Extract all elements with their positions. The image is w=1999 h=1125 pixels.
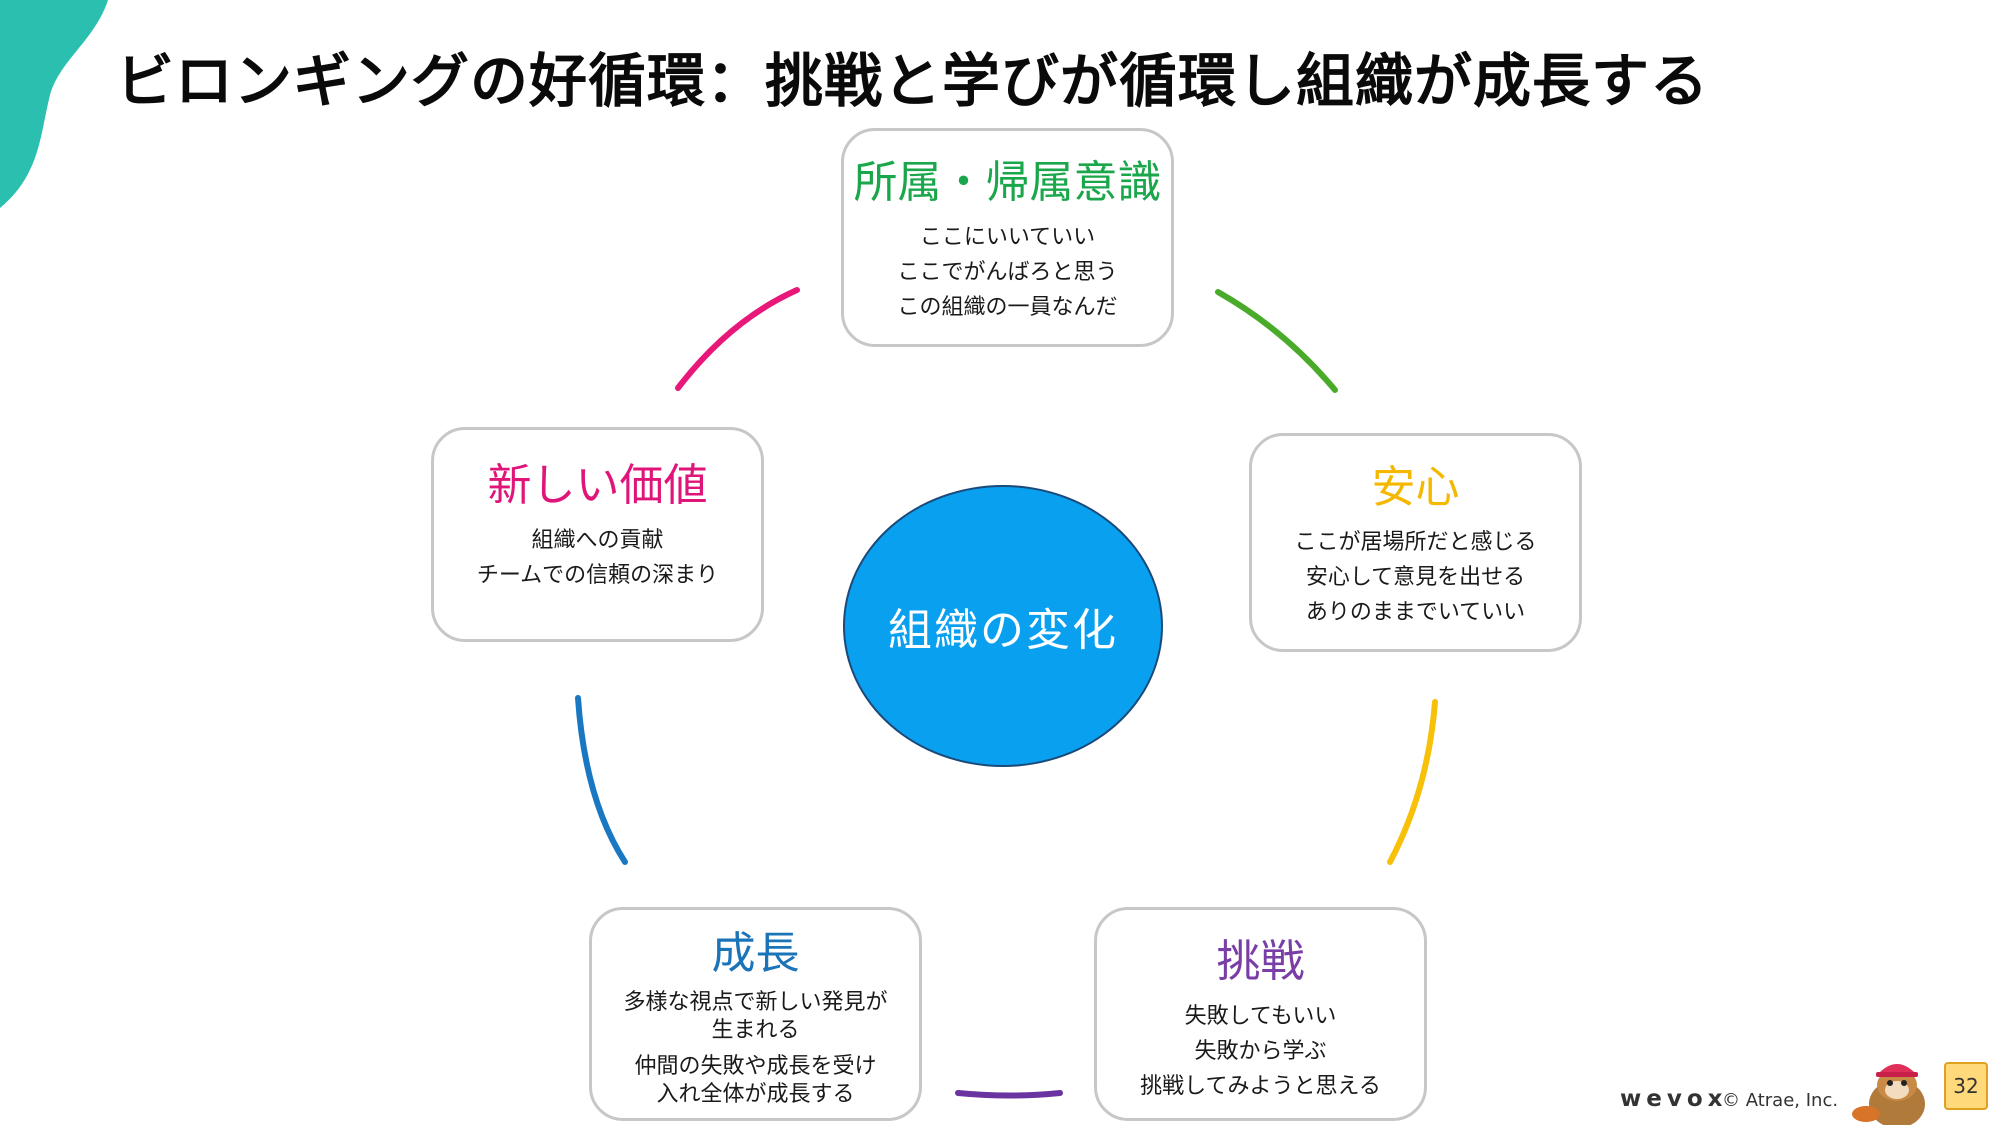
node-new-value-text: 組織への貢献 チームでの信頼の深まり (434, 523, 761, 593)
arc-belonging-to-safety (1215, 289, 1338, 393)
node-challenge-title: 挑戦 (1216, 936, 1305, 987)
node-growth-line: 多様な視点で新しい発見が (623, 989, 888, 1015)
node-growth-line: 入れ全体が成長する (656, 1081, 855, 1107)
node-new-value-line: チームでの信頼の深まり (476, 562, 719, 588)
node-belonging-line: ここにいいていい (919, 224, 1096, 250)
wevox-logo: wevox (1620, 1086, 1728, 1112)
node-challenge-line: 失敗から学ぶ (1194, 1038, 1327, 1064)
node-challenge-line: 挑戦してみようと思える (1140, 1073, 1381, 1099)
node-safety: 安心 ここが居場所だと感じる 安心して意見を出せる ありのままでいていい (1249, 433, 1582, 652)
node-challenge: 挑戦 失敗してもいい 失敗から学ぶ 挑戦してみようと思える (1094, 907, 1427, 1121)
arc-new-value-to-belonging (675, 287, 800, 391)
node-belonging-line: この組織の一員なんだ (897, 294, 1118, 320)
node-belonging-line: ここでがんばろと思う (897, 259, 1118, 285)
arc-safety-to-challenge (1387, 699, 1438, 865)
node-growth-text: 多様な視点で新しい発見が 生まれる 仲間の失敗や成長を受け 入れ全体が成長する (592, 989, 919, 1109)
node-growth-line: 仲間の失敗や成長を受け (634, 1053, 877, 1079)
node-belonging: 所属・帰属意識 ここにいいていい ここでがんばろと思う この組織の一員なんだ (841, 128, 1174, 347)
center-node-label: 組織の変化 (888, 605, 1118, 656)
node-safety-title: 安心 (1371, 462, 1460, 513)
node-safety-text: ここが居場所だと感じる 安心して意見を出せる ありのままでいていい (1252, 525, 1579, 630)
center-node: 組織の変化 (843, 485, 1163, 767)
page-number: 32 (1944, 1062, 1988, 1110)
node-safety-line: ここが居場所だと感じる (1294, 529, 1537, 555)
arc-growth-to-new-value (575, 695, 628, 865)
arc-challenge-to-growth (955, 1090, 1063, 1099)
node-safety-line: ありのままでいていい (1305, 599, 1526, 625)
corner-decoration (0, 0, 108, 208)
node-safety-line: 安心して意見を出せる (1305, 564, 1526, 590)
node-new-value-line: 組織への貢献 (531, 527, 664, 553)
node-growth: 成長 多様な視点で新しい発見が 生まれる 仲間の失敗や成長を受け 入れ全体が成長… (589, 907, 922, 1121)
copyright-text: © Atrae, Inc. (1722, 1090, 1839, 1111)
node-new-value-title: 新しい価値 (487, 460, 708, 511)
node-new-value: 新しい価値 組織への貢献 チームでの信頼の深まり (431, 427, 764, 642)
page-title: ビロンギングの好循環：挑戦と学びが循環し組織が成長する (116, 47, 1710, 115)
node-challenge-text: 失敗してもいい 失敗から学ぶ 挑戦してみようと思える (1097, 999, 1424, 1104)
node-belonging-text: ここにいいていい ここでがんばろと思う この組織の一員なんだ (844, 220, 1171, 325)
node-growth-line: 生まれる (711, 1017, 800, 1043)
mascot-illustration (1852, 1064, 1925, 1125)
node-belonging-title: 所属・帰属意識 (853, 157, 1162, 208)
node-growth-title: 成長 (711, 928, 800, 979)
node-challenge-line: 失敗してもいい (1184, 1003, 1337, 1029)
